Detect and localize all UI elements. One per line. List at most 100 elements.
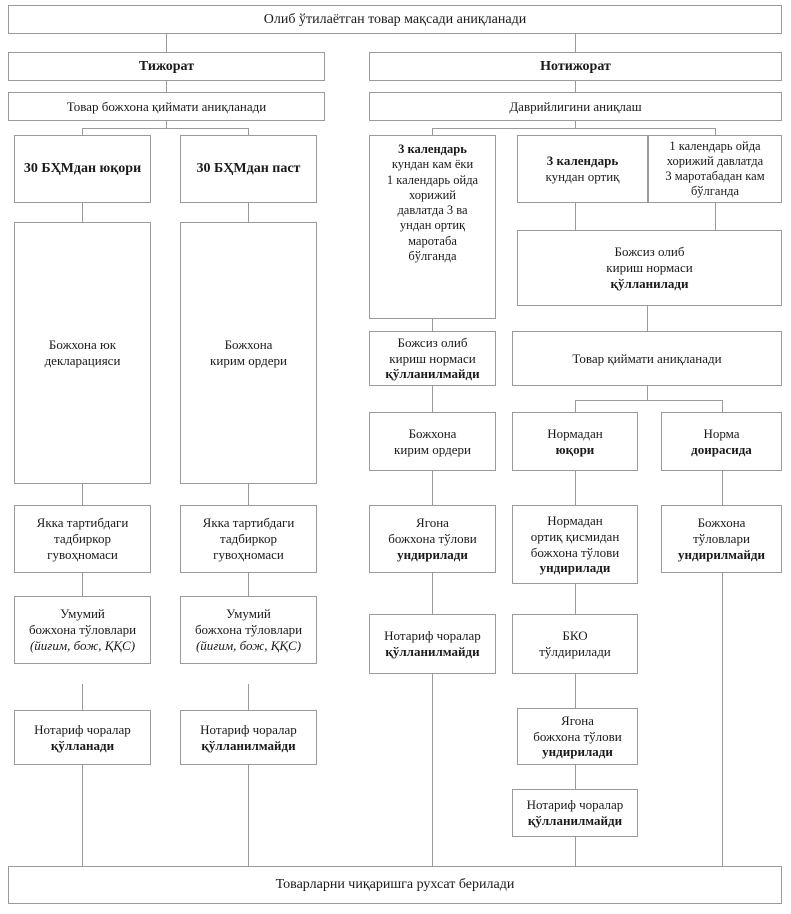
node-customs-value: Товар божхона қиймати аниқланади	[8, 92, 325, 121]
node-above-norm-payment-line1: Нормадан	[547, 512, 603, 528]
connector-more3-to-norm	[575, 203, 576, 230]
node-goods-purpose-label: Олиб ўтилаётган товар мақсади аниқланади	[263, 11, 527, 27]
connector-top-right-stub	[575, 33, 576, 52]
connector-value-stub	[166, 120, 167, 128]
node-nontariff-applied-line1: Нотариф чоралар	[34, 721, 131, 737]
node-release-permitted: Товарларни чиқаришга рухсат берилади	[8, 866, 782, 904]
node-less-than-3-days-line7: маротаба	[408, 233, 457, 248]
node-receipt-order-line2: кирим ордери	[210, 353, 287, 368]
node-no-customs-payments: Божхона тўловлари ундирилмайди	[661, 505, 782, 573]
node-duty-free-norm-applied-line2: кириш нормаси	[606, 260, 693, 276]
connector-commercial-to-value	[166, 80, 167, 92]
node-more-than-3-days: 3 календарь кундан ортиқ	[517, 135, 648, 203]
node-general-payments-left-line3: (йиғим, бож, ҚҚС)	[29, 637, 136, 653]
node-general-payments-right-line2: божхона тўловлари	[194, 622, 303, 638]
connector-value-split	[82, 128, 248, 129]
node-above-norm-line1: Нормадан	[547, 425, 603, 441]
node-ip-certificate-right-line2: тадбиркор	[220, 531, 277, 547]
node-duty-free-norm-not-applied-line3: қўлланилмайди	[385, 366, 480, 382]
node-frequency-label: Даврийлигини аниқлаш	[509, 98, 642, 114]
connector-order-to-single	[432, 471, 433, 505]
node-duty-free-norm-not-applied: Божсиз олиб кириш нормаси қўлланилмайди	[369, 331, 496, 386]
node-above-norm-payment-line2: ортиқ қисмидан	[530, 528, 620, 544]
node-duty-free-norm-not-applied-line1: Божсиз олиб	[397, 334, 468, 350]
node-above-norm-payment-line3: божхона тўлови	[530, 544, 620, 560]
node-less-than-3-times-line1: 1 календарь ойда	[669, 138, 761, 153]
node-above-30-bhm: 30 БҲМдан юқори	[14, 135, 151, 203]
connector-value-left	[82, 128, 83, 135]
connector-goodsvalue-split	[575, 400, 722, 401]
connector-frequency-left	[432, 128, 433, 135]
node-no-customs-payments-line2: тўловлари	[693, 531, 750, 547]
node-duty-free-norm-applied: Божсиз олиб кириш нормаси қўлланилади	[517, 230, 782, 306]
node-below-30-bhm: 30 БҲМдан паст	[180, 135, 317, 203]
node-less-than-3-days-line5: давлатда 3 ва	[397, 203, 468, 217]
node-single-payment-left-line2: божхона тўлови	[388, 531, 477, 547]
node-nontariff-not-applied-2-line2: қўлланилмайди	[527, 813, 623, 828]
node-general-payments-left: Умумий божхона тўловлари (йиғим, бож, ҚҚ…	[14, 596, 151, 664]
node-less-than-3-days: 3 календарь кундан кам ёки 1 календарь о…	[369, 135, 496, 319]
connector-normnot-to-order	[432, 386, 433, 412]
node-nontariff-not-applied-left-line1: Нотариф чоралар	[200, 721, 297, 737]
node-ip-certificate-right-line3: гувоҳномаси	[213, 546, 284, 562]
connector-nontariff-to-bottom-left	[82, 765, 83, 866]
node-less-than-3-times-line2: хорижий давлатда	[666, 153, 764, 168]
connector-payment-to-bko	[575, 584, 576, 614]
node-general-payments-right-line1: Умумий	[226, 606, 271, 622]
node-general-payments-right: Умумий божхона тўловлари (йиғим, бож, ҚҚ…	[180, 596, 317, 664]
connector-goodsvalue-left	[575, 400, 576, 412]
node-customs-value-label: Товар божхона қиймати аниқланади	[66, 98, 267, 114]
node-bko-line2: тўлдирилади	[539, 644, 611, 659]
node-below-30-bhm-label: 30 БҲМдан паст	[196, 161, 301, 177]
node-nontariff-applied-line2: қўлланади	[50, 737, 115, 753]
node-ip-certificate-right-line1: Якка тартибдаги	[202, 515, 295, 531]
node-branch-commercial: Тижорат	[8, 52, 325, 81]
node-above-norm-line2: юқори	[555, 441, 595, 457]
node-within-norm: Норма доирасида	[661, 412, 782, 471]
node-cargo-declaration-line1: Божхона юк	[48, 337, 117, 353]
connector-declaration-to-cert	[82, 484, 83, 505]
node-duty-free-norm-applied-line1: Божсиз олиб	[614, 244, 685, 260]
connector-order-to-cert	[248, 484, 249, 505]
node-receipt-order: Божхона кирим ордери	[180, 222, 317, 484]
node-single-payment-left: Ягона божхона тўлови ундирилади	[369, 505, 496, 573]
node-receipt-order-2: Божхона кирим ордери	[369, 412, 496, 471]
connector-less3-to-normnot	[432, 319, 433, 331]
node-within-norm-line1: Норма	[703, 425, 740, 441]
node-single-payment-2-line2: божхона тўлови	[533, 728, 622, 744]
node-ip-certificate-left-line2: тадбиркор	[54, 531, 111, 547]
node-single-payment-2: Ягона божхона тўлови ундирилади	[517, 708, 638, 765]
node-less-than-3-times-line4: бўлганда	[690, 184, 740, 199]
node-duty-free-norm-not-applied-line2: кириш нормаси	[389, 350, 476, 366]
connector-nopayments-to-bottom	[722, 573, 723, 866]
connector-top-left-stub	[166, 33, 167, 52]
node-single-payment-2-line1: Ягона	[561, 712, 594, 728]
node-receipt-order-2-line1: Божхона	[408, 425, 457, 441]
connector-cert-to-payments-left	[82, 573, 83, 596]
connector-goodsvalue-stub	[647, 386, 648, 400]
node-ip-certificate-right: Якка тартибдаги тадбиркор гувоҳномаси	[180, 505, 317, 573]
node-less-than-3-times-line3: 3 маротабадан кам	[665, 169, 765, 183]
node-duty-free-norm-applied-line3: қўлланилади	[610, 275, 689, 291]
connector-single-to-nontariff	[432, 573, 433, 614]
node-nontariff-not-applied-mid-line1: Нотариф чоралар	[384, 628, 481, 644]
connector-goodsvalue-right	[722, 400, 723, 412]
node-branch-commercial-label: Тижорат	[138, 58, 195, 74]
node-nontariff-not-applied-mid: Нотариф чоралар қўлланилмайди	[369, 614, 496, 674]
node-more-than-3-days-line2: кундан ортиқ	[545, 169, 620, 184]
node-less-than-3-days-line3: 1 календарь ойда	[386, 172, 479, 187]
node-single-payment-left-line1: Ягона	[416, 515, 449, 531]
node-single-payment-2-line3: ундирилади	[542, 744, 613, 760]
connector-cert-to-payments-right	[248, 573, 249, 596]
connector-bko-to-single	[575, 674, 576, 708]
node-bko: БКО тўлдирилади	[512, 614, 638, 674]
node-receipt-order-2-line2: кирим ордери	[394, 441, 471, 457]
node-single-payment-left-line3: ундирилади	[397, 546, 468, 562]
node-no-customs-payments-line1: Божхона	[697, 515, 746, 531]
node-bko-line1: БКО	[562, 628, 588, 644]
node-above-norm: Нормадан юқори	[512, 412, 638, 471]
node-frequency: Даврийлигини аниқлаш	[369, 92, 782, 121]
node-within-norm-line2: доирасида	[691, 441, 752, 457]
node-ip-certificate-left-line1: Якка тартибдаги	[36, 515, 129, 531]
node-above-norm-payment-line4: ундирилади	[539, 560, 611, 576]
